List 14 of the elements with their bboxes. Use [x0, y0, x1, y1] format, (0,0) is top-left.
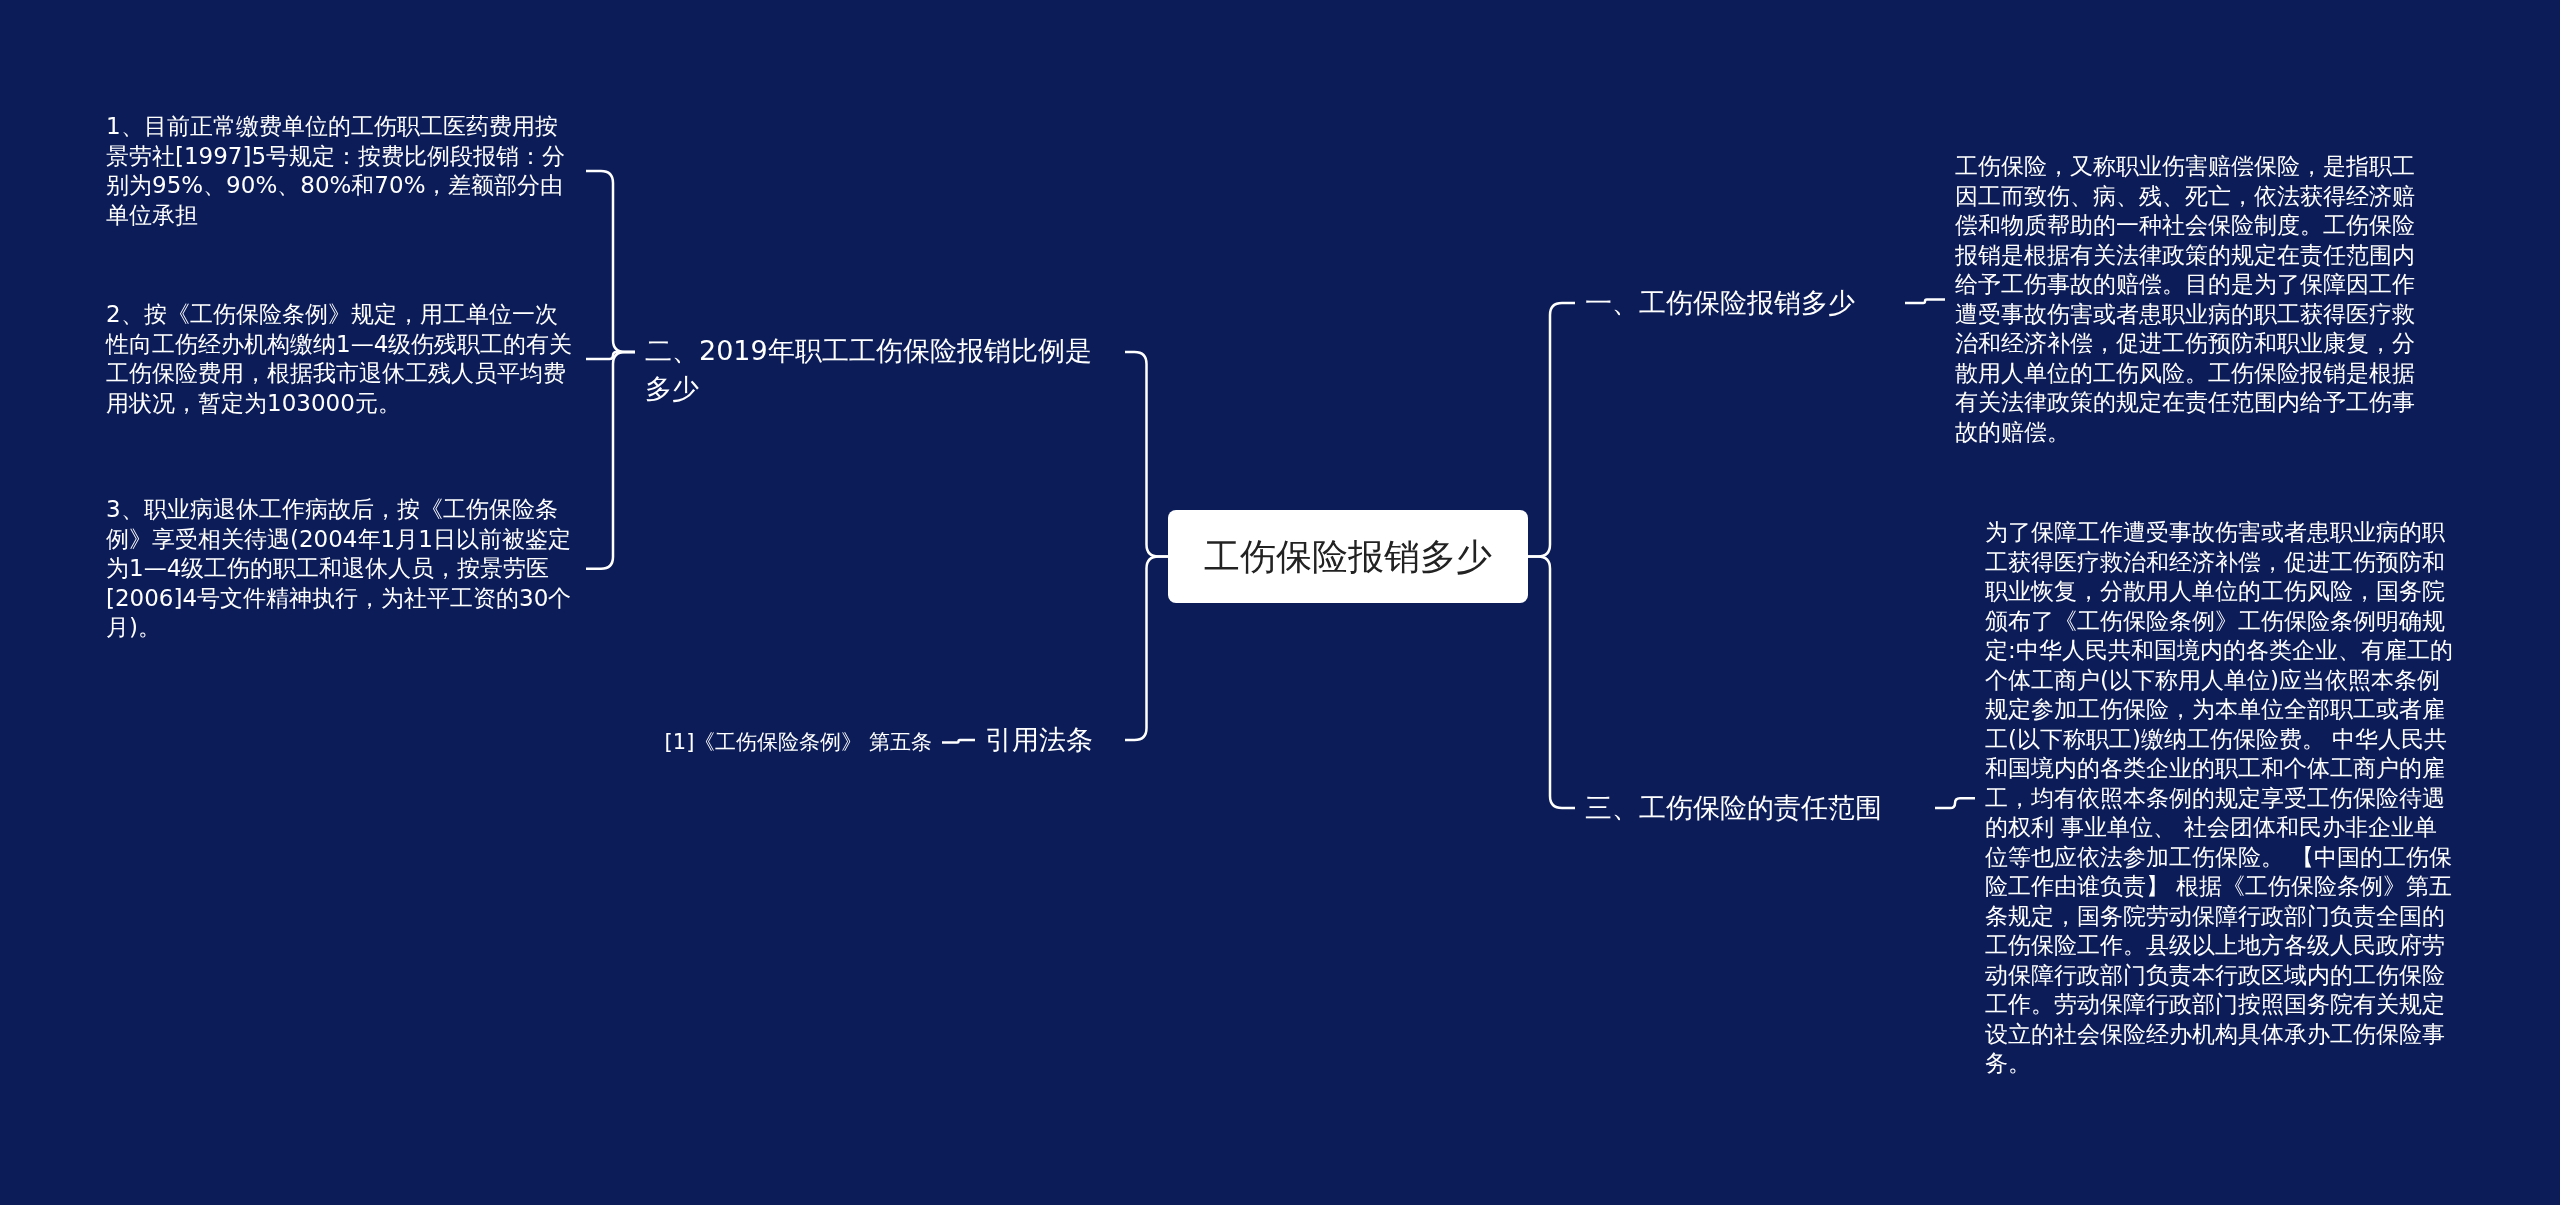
detail-text: 1、目前正常缴费单位的工伤职工医药费用按景劳社[1997]5号规定：按费比例段报销：分别为95%、90%、80%和70%，差额部分由单位承担: [106, 112, 580, 230]
detail-text: 3、职业病退休工作病故后，按《工伤保险条例》享受相关待遇(2004年1月1日以前被鉴定为1—4级工伤的职工和退休人员，按景劳医[2006]4号文件精神执行，为社平工资的30个月)。: [106, 495, 580, 643]
branch-topic: 引用法条: [985, 721, 1115, 759]
branch-topic: 二、2019年职工工伤保险报销比例是多少: [645, 332, 1115, 408]
connector-line: [1905, 298, 1945, 305]
connector-line: [1935, 797, 1975, 810]
reference-text: [1]《工伤保险条例》 第五条: [622, 728, 932, 757]
connector-line: [942, 738, 975, 744]
branch-topic: 一、工伤保险报销多少: [1585, 284, 1895, 322]
detail-text: 工伤保险，又称职业伤害赔偿保险，是指职工因工而致伤、病、残、死亡，依法获得经济赔偿和物质帮助的一种社会保险制度。工伤保险报销是根据有关法律政策的规定在责任范围内给予工伤事故的赔偿。目的是为了保障因工作遭受事故伤害或者患职业病的职工获得医疗救治和经济补偿，促进工伤预防和职业康复，分散用人单位的工伤风险。工伤保险报销是根据有关法律政策的规定在责任范围内给予工伤事故的赔偿。: [1955, 152, 2425, 447]
central-topic-box: 工伤保险报销多少: [1168, 510, 1528, 603]
detail-text: 2、按《工伤保险条例》规定，用工单位一次性向工伤经办机构缴纳1—4级伤残职工的有关工伤保险费用，根据我市退休工残人员平均费用状况，暂定为103000元。: [106, 300, 580, 418]
detail-text: 为了保障工作遭受事故伤害或者患职业病的职工获得医疗救治和经济补偿，促进工伤预防和职业恢复，分散用人单位的工伤风险，国务院颁布了《工伤保险条例》工伤保险条例明确规定:中华人民共和国境内的各类企业、有雇工的个体工商户(以下称用人单位)应当依照本条例规定参加工伤保险，为本单位全部职工或者雇工(以下称职工)缴纳工伤保险费。 中华人民共和国境内的各类企业的职工和个体工商户的雇工，均有依照本条例的规定享受工伤保险待遇的权利 事业单位、 社会团体和民办非企业单位等也应依法参加工伤保险。 【中国的工伤保险工作由谁负责】 根据《工伤保险条例》第五条规定，国务院劳动保障行政部门负责全国的工伤保险工作。县级以上地方各级人民政府劳动保障行政部门负责本行政区域内的工伤保险工作。劳动保障行政部门按照国务院有关规定设立的社会保险经办机构具体承办工伤保险事务。: [1985, 518, 2457, 1079]
branch-topic: 三、工伤保险的责任范围: [1585, 789, 1925, 827]
